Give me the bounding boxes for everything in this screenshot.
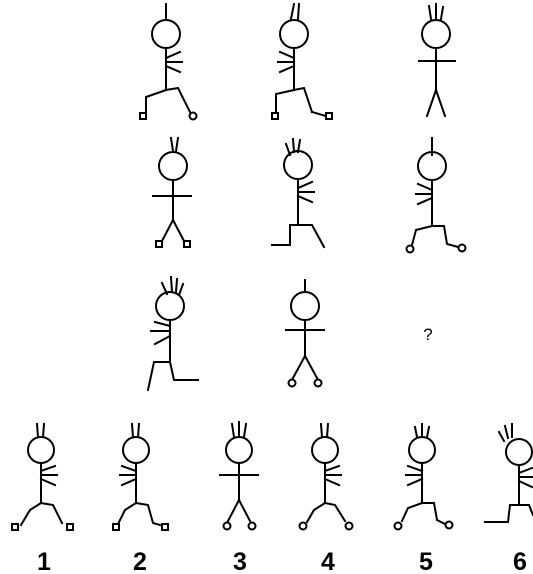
grid-figure-r3c2 [285, 279, 325, 388]
option-label-5[interactable]: 5 [419, 548, 433, 574]
option-label-3[interactable]: 3 [233, 548, 247, 574]
grid-figure-r1c1 [139, 3, 198, 121]
grid-figure-r2c3 [405, 137, 467, 254]
grid-figure-r1c3 [418, 3, 456, 118]
option-figure-1[interactable] [11, 422, 74, 531]
option-figure-4[interactable] [298, 422, 354, 531]
option-label-6[interactable]: 6 [513, 548, 527, 574]
missing-figure-marker: ? [423, 325, 432, 344]
option-label-1[interactable]: 1 [37, 548, 51, 574]
grid-figure-r2c1 [152, 136, 192, 248]
option-figure-2[interactable] [112, 422, 169, 531]
grid-figure-r2c2 [271, 137, 326, 249]
option-figure-6[interactable] [484, 423, 533, 523]
option-figure-3[interactable] [219, 421, 259, 531]
grid-figure-r1c2 [271, 2, 333, 120]
option-figure-5[interactable] [393, 423, 454, 531]
option-label-4[interactable]: 4 [321, 548, 335, 574]
grid-figure-r3c1 [146, 275, 199, 392]
option-label-2[interactable]: 2 [133, 548, 147, 574]
